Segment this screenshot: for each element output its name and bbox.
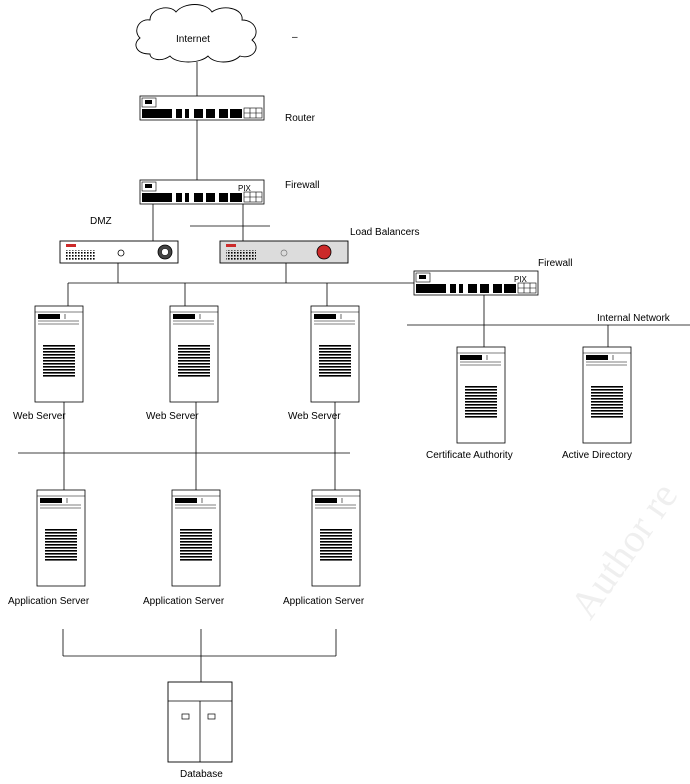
app-server-2-label: Application Server bbox=[143, 596, 225, 607]
firewall-internal-label: Firewall bbox=[538, 258, 572, 269]
connection-lines bbox=[18, 62, 690, 682]
router-icon bbox=[139, 95, 265, 121]
load-balancer-dark-icon bbox=[59, 240, 179, 264]
certificate-authority-server-icon bbox=[456, 346, 506, 444]
internal-network-label: Internal Network bbox=[597, 313, 671, 324]
load-balancer-light-icon bbox=[219, 240, 349, 264]
internet-label: Internet bbox=[176, 34, 210, 45]
app-server-3-label: Application Server bbox=[283, 596, 365, 607]
active-directory-label: Active Directory bbox=[562, 450, 632, 461]
app-server-3-icon bbox=[311, 489, 361, 587]
web-server-1-label: Web Server bbox=[13, 411, 66, 422]
dash-mark: – bbox=[292, 32, 298, 43]
web-server-3-icon bbox=[310, 305, 360, 403]
web-server-2-icon bbox=[169, 305, 219, 403]
internet-cloud-icon bbox=[135, 4, 257, 63]
web-server-2-label: Web Server bbox=[146, 411, 199, 422]
database-cabinet-icon bbox=[167, 681, 233, 763]
app-server-1-label: Application Server bbox=[8, 596, 90, 607]
web-server-1-icon bbox=[34, 305, 84, 403]
app-server-1-icon bbox=[36, 489, 86, 587]
firewall-top-label: Firewall bbox=[285, 180, 319, 191]
database-label: Database bbox=[180, 769, 223, 780]
certificate-authority-label: Certificate Authority bbox=[426, 450, 513, 461]
router-label: Router bbox=[285, 113, 316, 124]
load-balancers-label: Load Balancers bbox=[350, 227, 420, 238]
web-server-3-label: Web Server bbox=[288, 411, 341, 422]
pix-top-label: PIX bbox=[238, 184, 252, 193]
dmz-label: DMZ bbox=[90, 216, 112, 227]
active-directory-server-icon bbox=[582, 346, 632, 444]
app-server-2-icon bbox=[171, 489, 221, 587]
pix-internal-label: PIX bbox=[514, 275, 528, 284]
